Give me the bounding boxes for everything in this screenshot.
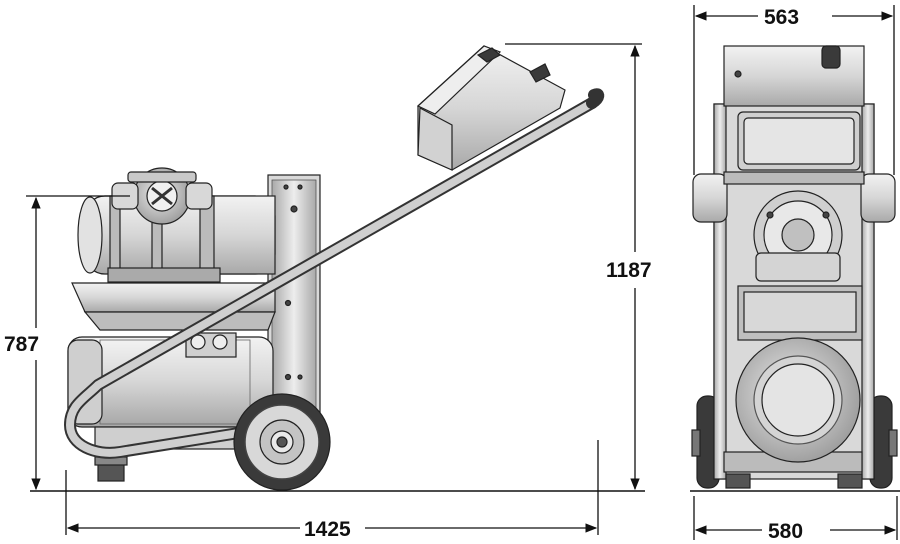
control-box [416,45,566,171]
connector-icon [821,45,841,69]
side-dimensions [26,43,642,535]
gland-icon [476,47,502,63]
dim-inlet-height-label: 787 [4,333,39,356]
side-view [30,45,645,492]
foot [97,462,125,482]
wheel [233,393,331,491]
dim-length-label: 1425 [304,518,351,541]
pump-head [111,167,213,225]
front-pump-face [753,190,843,282]
dim-track-width-label: 580 [768,520,803,543]
front-view [690,45,900,492]
dim-top-width-label: 563 [764,6,799,29]
dim-height-label: 1187 [606,259,652,282]
front-control-box [723,45,865,107]
front-dimensions [693,5,898,540]
